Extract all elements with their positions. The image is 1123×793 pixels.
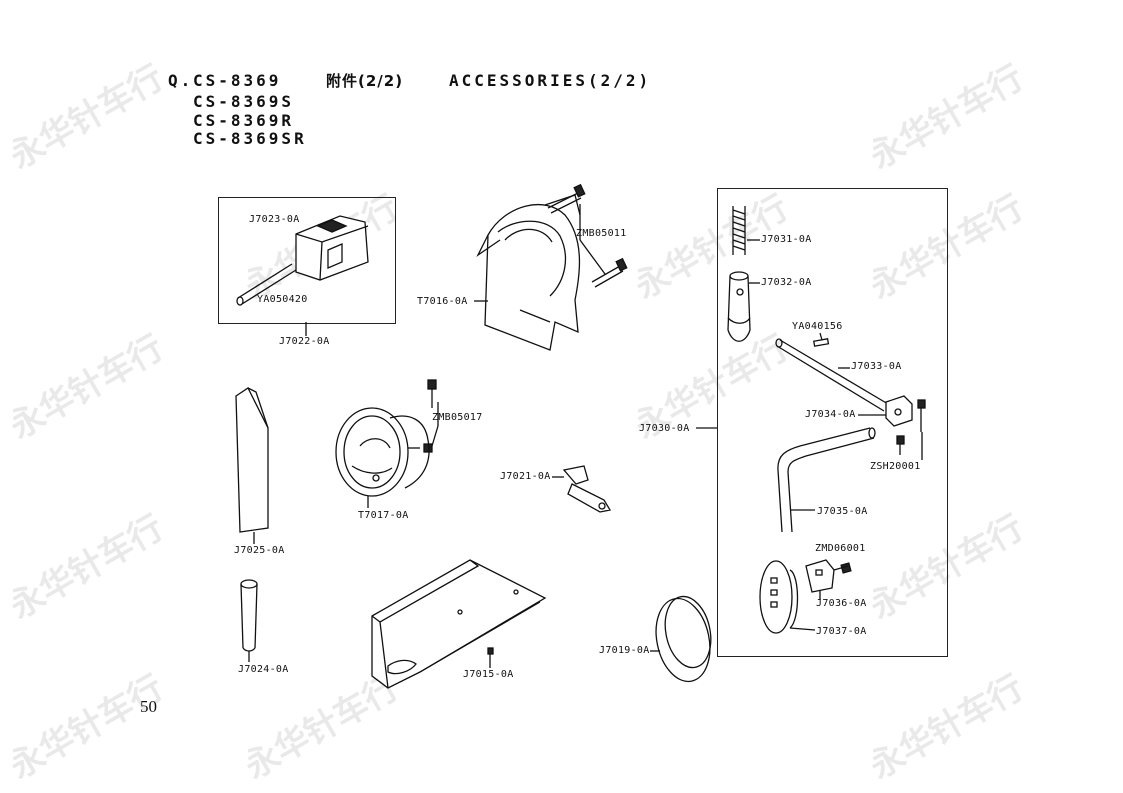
pin-drawing (236, 263, 297, 306)
label-j7034: J7034-0A (805, 409, 856, 420)
label-ya040156: YA040156 (792, 321, 843, 332)
j7034-drawing (885, 395, 913, 427)
label-j7022: J7022-0A (279, 336, 330, 347)
rod-drawing (775, 338, 889, 412)
label-j7032: J7032-0A (761, 277, 812, 288)
clip-drawing (562, 465, 612, 513)
label-j7024: J7024-0A (238, 664, 289, 675)
rod-short-drawing (240, 579, 258, 652)
title-en: ACCESSORIES(2/2) (449, 71, 652, 90)
label-j7031: J7031-0A (761, 234, 812, 245)
label-zmb05017: ZMB05017 (432, 412, 483, 423)
model-1: CS-8369 (193, 71, 282, 90)
label-j7033: J7033-0A (851, 361, 902, 372)
tray-drawing (371, 559, 547, 689)
oval-plate-drawing (759, 560, 793, 634)
label-j7019: J7019-0A (599, 645, 650, 656)
label-j7036: J7036-0A (816, 598, 867, 609)
t7016-cover-drawing (476, 194, 581, 351)
label-j7015: J7015-0A (463, 669, 514, 680)
label-j7030: J7030-0A (639, 423, 690, 434)
model-2: CS-8369S (193, 92, 295, 111)
section-marker: Q. (168, 71, 194, 90)
pulley-drawing (335, 407, 430, 497)
model-3: CS-8369R (193, 111, 295, 130)
bracket-drawing (805, 559, 835, 593)
wedge-drawing (235, 387, 269, 533)
label-ya050420: YA050420 (257, 294, 308, 305)
j7023-block-drawing (295, 215, 369, 281)
screws-drawing (547, 183, 628, 288)
label-zsh20001: ZSH20001 (870, 461, 921, 472)
label-t7016: T7016-0A (417, 296, 468, 307)
page-number: 50 (140, 697, 157, 716)
title-cn: 附件(2/2) (326, 72, 404, 90)
label-j7021: J7021-0A (500, 471, 551, 482)
kit-box-j7022 (218, 197, 396, 324)
model-4: CS-8369SR (193, 129, 307, 148)
label-t7017: T7017-0A (358, 510, 409, 521)
label-zmb05011: ZMB05011 (576, 228, 627, 239)
label-j7023: J7023-0A (249, 214, 300, 225)
label-j7025: J7025-0A (234, 545, 285, 556)
label-j7035: J7035-0A (817, 506, 868, 517)
oval-cap-drawing (655, 595, 712, 683)
label-zmd06001: ZMD06001 (815, 543, 866, 554)
label-j7037: J7037-0A (816, 626, 867, 637)
kit-box-j7030 (717, 188, 948, 657)
sleeve-drawing (727, 271, 751, 342)
spring-drawing (732, 206, 746, 255)
bent-rod-drawing (777, 427, 876, 533)
